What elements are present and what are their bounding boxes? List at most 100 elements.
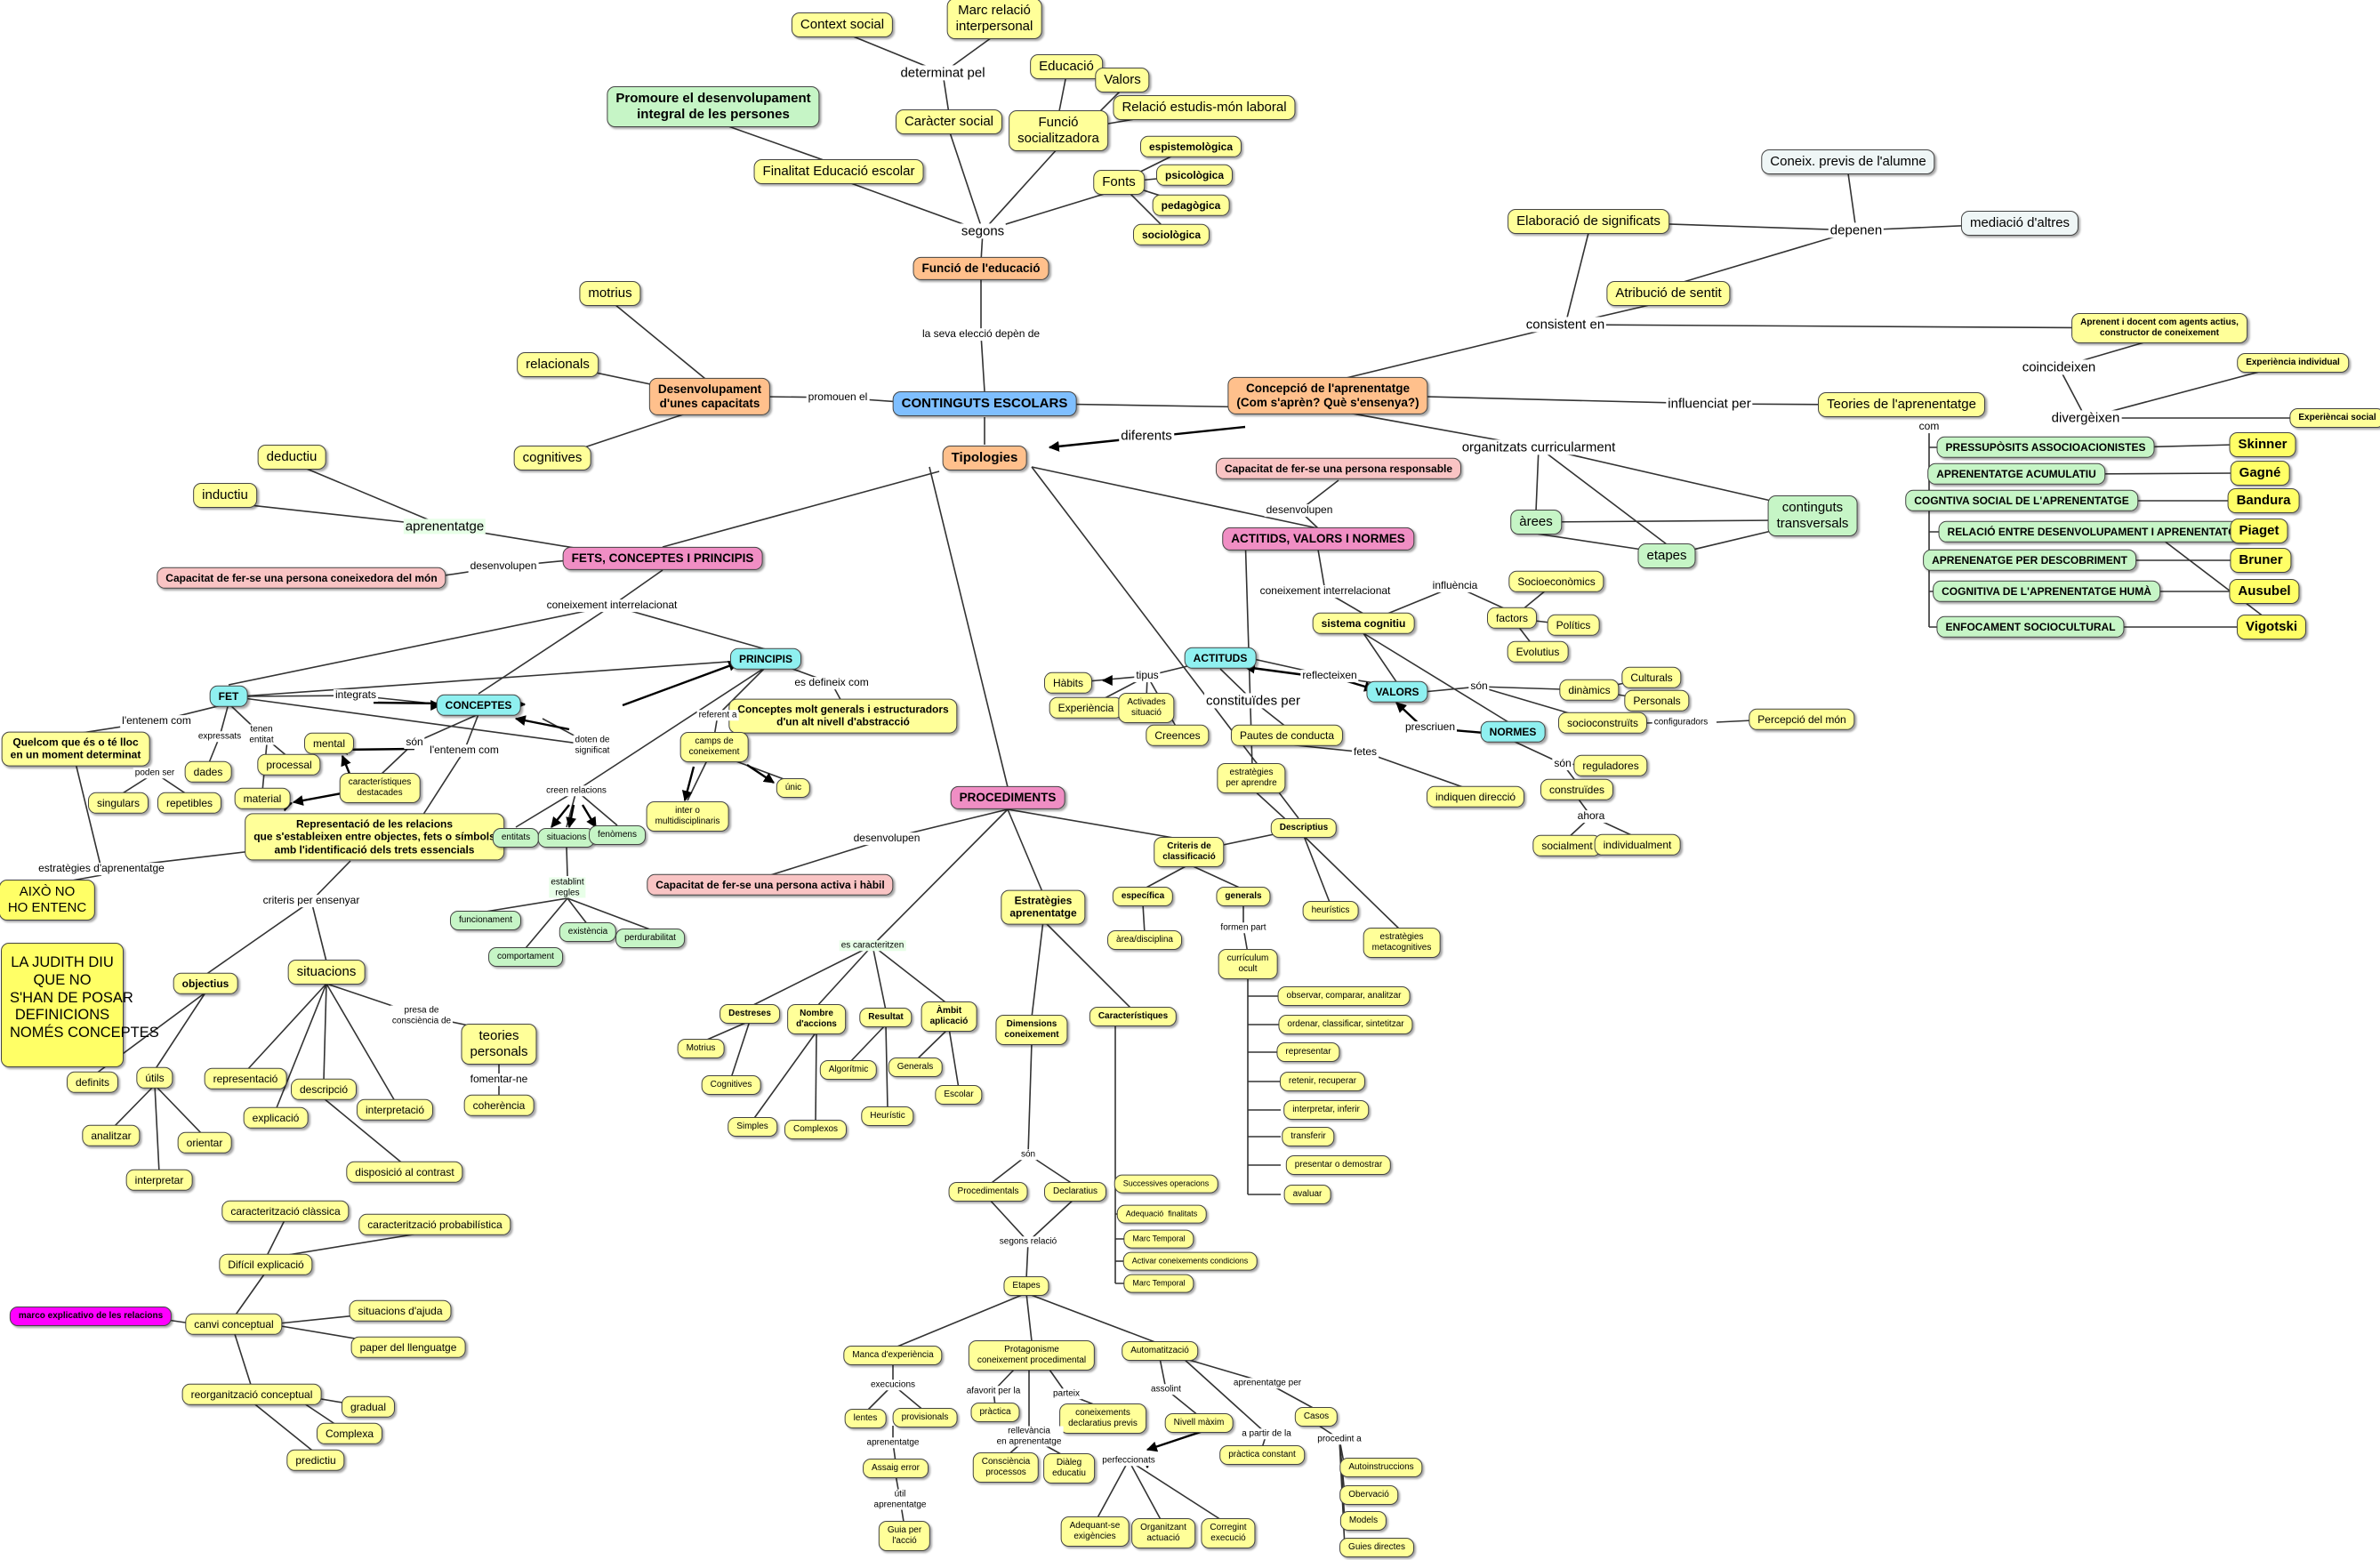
node-presentar[interactable]: presentar o demostrar	[1285, 1155, 1392, 1175]
node-descriptius[interactable]: Descriptius	[1270, 818, 1338, 838]
node-espistemologica[interactable]: espistemològica	[1139, 135, 1242, 158]
node-organitzant[interactable]: Organitzant actuació	[1131, 1518, 1195, 1548]
node-caracteristiques-destacades[interactable]: característiques destacades	[339, 773, 421, 803]
node-procedimentals[interactable]: Procedimentals	[948, 1182, 1028, 1202]
node-marc-relacio[interactable]: Marc relació interpersonal	[946, 0, 1042, 39]
node-simples[interactable]: Simples	[728, 1117, 777, 1137]
node-experiencia[interactable]: Experiència	[1049, 696, 1123, 720]
node-etapes-p[interactable]: Etapes	[1003, 1276, 1049, 1296]
node-valors-funcio[interactable]: Valors	[1095, 68, 1150, 92]
node-curriculum[interactable]: currículum ocult	[1218, 949, 1278, 979]
node-judith-note[interactable]: LA JUDITH DIU QUE NO S'HAN DE POSAR DEFI…	[1, 943, 159, 1067]
node-construides[interactable]: construïdes	[1540, 778, 1614, 801]
node-unic[interactable]: únic	[776, 778, 811, 798]
node-criteris-classificacio[interactable]: Criteris de classificació	[1154, 837, 1225, 867]
node-definits[interactable]: definits	[66, 1071, 119, 1094]
node-orientar[interactable]: orientar	[177, 1131, 232, 1154]
node-pautes[interactable]: Pautes de conducta	[1230, 724, 1344, 747]
node-pressuposits[interactable]: PRESSUPÒSITS ASSOCIOACIONISTES	[1936, 436, 2155, 459]
node-tipologies[interactable]: Tipologies	[942, 446, 1027, 470]
node-guies[interactable]: Guies directes	[1339, 1538, 1414, 1557]
node-interpretar[interactable]: interpretar	[125, 1169, 193, 1192]
node-assaig[interactable]: Assaig error	[863, 1459, 929, 1478]
node-caracter-social[interactable]: Caràcter social	[895, 109, 1003, 134]
node-cognitives[interactable]: cognitives	[513, 446, 591, 470]
node-autoinstruccions[interactable]: Autoinstruccions	[1339, 1458, 1423, 1477]
node-dinamics[interactable]: dinàmics	[1559, 679, 1620, 702]
node-representacio2[interactable]: representació	[204, 1067, 287, 1090]
node-normes[interactable]: NORMES	[1480, 720, 1546, 744]
node-exp-social[interactable]: Experièncai social	[2289, 408, 2380, 428]
node-observacio[interactable]: Obervació	[1339, 1485, 1398, 1505]
node-escolar[interactable]: Escolar	[935, 1085, 983, 1105]
node-automatitzacio[interactable]: Automatització	[1122, 1341, 1198, 1361]
node-fet[interactable]: FET	[209, 685, 248, 708]
node-adequant[interactable]: Adequant-se exigències	[1060, 1516, 1130, 1547]
node-successives[interactable]: Successives operacions	[1114, 1174, 1218, 1194]
node-heuristics[interactable]: heurístics	[1302, 901, 1359, 921]
node-sociologica[interactable]: sociològica	[1132, 223, 1210, 246]
node-situacions[interactable]: situacions	[287, 960, 366, 985]
node-protagonisme[interactable]: Protagonisme coneixement procedimental	[968, 1340, 1096, 1371]
node-context-social[interactable]: Context social	[791, 12, 894, 37]
node-ambit[interactable]: Àmbit aplicació	[921, 1001, 977, 1032]
node-habits[interactable]: Hàbits	[1043, 671, 1093, 695]
node-concepcio[interactable]: Concepció de l'aprenentatge (Com s'aprèn…	[1227, 376, 1428, 415]
node-exp-individual[interactable]: Experiència individual	[2237, 353, 2349, 373]
node-observar[interactable]: observar, comparar, analitzar	[1277, 986, 1411, 1006]
node-promoure[interactable]: Promoure el desenvolupament integral de …	[607, 86, 820, 127]
node-politics[interactable]: Polítics	[1547, 614, 1600, 637]
node-cap-coneixedora[interactable]: Capacitat de fer-se una persona coneixed…	[157, 567, 446, 590]
node-fonts[interactable]: Fonts	[1093, 170, 1145, 195]
node-teories[interactable]: Teories de l'aprenentatge	[1818, 392, 1985, 417]
node-valors[interactable]: VALORS	[1366, 680, 1428, 704]
node-caract-classica[interactable]: caracterització clàssica	[221, 1200, 350, 1223]
node-coneixements-declaratius[interactable]: coneixements declaratius previs	[1059, 1403, 1146, 1434]
node-aprenent-docent[interactable]: Aprenent i docent com agents actius, con…	[2071, 313, 2247, 343]
node-descripcio[interactable]: descripció	[290, 1078, 358, 1101]
node-ausubel[interactable]: Ausubel	[2229, 579, 2300, 604]
node-objectius[interactable]: objectius	[173, 972, 238, 995]
node-marc-temporal-1[interactable]: Marc Temporal	[1123, 1229, 1194, 1249]
node-material[interactable]: material	[234, 787, 291, 810]
node-estrategies-aprenentatge[interactable]: Estratègies aprenentatge	[1001, 889, 1086, 925]
node-cognitives-p[interactable]: Cognitives	[701, 1075, 761, 1095]
node-indiquen[interactable]: indiquen direcció	[1426, 785, 1525, 808]
node-funcio-educacio[interactable]: Funció de l'educació	[913, 256, 1049, 281]
node-funcionament[interactable]: funcionament	[449, 911, 522, 930]
node-gagne[interactable]: Gagné	[2230, 461, 2290, 486]
node-heuristic[interactable]: Heurístic	[861, 1106, 914, 1126]
node-sistema-cognitiu[interactable]: sistema cognitiu	[1312, 612, 1415, 635]
node-guia[interactable]: Guia per l'acció	[878, 1521, 931, 1551]
node-utils[interactable]: útils	[136, 1066, 173, 1090]
node-vigotski[interactable]: Vigotski	[2236, 615, 2307, 639]
node-arees[interactable]: àrees	[1510, 510, 1562, 535]
node-dades[interactable]: dades	[184, 760, 232, 784]
node-inter[interactable]: inter o multidisciplinaris	[646, 801, 729, 832]
node-provisionals[interactable]: provisionals	[892, 1408, 958, 1427]
node-procediments[interactable]: PROCEDIMENTS	[950, 785, 1065, 810]
node-socioconstruits[interactable]: socioconstruïts	[1557, 712, 1648, 735]
node-pedagogica[interactable]: pedagògica	[1152, 194, 1230, 217]
node-repetibles[interactable]: repetibles	[157, 792, 222, 815]
node-ordenar[interactable]: ordenar, classificar, sintetitzar	[1278, 1015, 1413, 1034]
node-caracteristiques[interactable]: Característiques	[1089, 1007, 1178, 1026]
node-reguladores[interactable]: reguladores	[1573, 754, 1648, 777]
node-marco[interactable]: marco explicativo de les relacions	[9, 1307, 173, 1326]
node-personals[interactable]: Personals	[1624, 689, 1690, 712]
node-relacio-estudis[interactable]: Relació estudis-món laboral	[1113, 95, 1296, 120]
node-socioeconomics[interactable]: Socioeconòmics	[1508, 570, 1604, 593]
node-motrius-p[interactable]: Motrius	[677, 1039, 725, 1058]
node-cognitiva-social[interactable]: COGNTIVA SOCIAL DE L'APRENENTATGE	[1905, 489, 2138, 512]
node-actituds[interactable]: ACTITUDS	[1184, 647, 1257, 670]
node-bruner[interactable]: Bruner	[2230, 548, 2292, 573]
node-desenvolupament[interactable]: Desenvolupament d'unes capacitats	[648, 377, 771, 416]
node-manca[interactable]: Manca d'experiència	[843, 1346, 943, 1365]
node-principis[interactable]: PRINCIPIS	[729, 647, 802, 671]
node-percepcio[interactable]: Percepció del món	[1749, 708, 1855, 731]
node-continguts-escolars[interactable]: CONTINGUTS ESCOLARS	[892, 391, 1077, 416]
node-cap-responsable[interactable]: Capacitat de fer-se una persona responsa…	[1215, 457, 1462, 480]
node-factors[interactable]: factors	[1486, 607, 1538, 630]
node-dificil[interactable]: Difícil explicació	[219, 1253, 313, 1276]
node-camps[interactable]: camps de coneixement	[679, 732, 749, 762]
